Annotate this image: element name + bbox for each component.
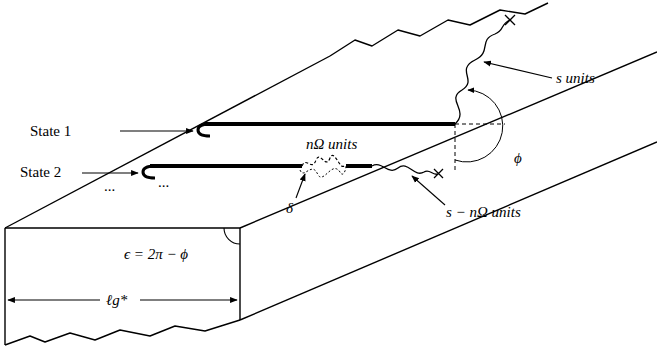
stem-chain	[205, 122, 455, 126]
jagged-break	[5, 320, 240, 345]
dimension-arrow	[8, 299, 100, 300]
pointer-arrow	[484, 62, 552, 78]
stem-chain	[346, 164, 372, 168]
crystal-front-edge	[5, 228, 240, 320]
unit-count-label: nΩ units	[306, 136, 357, 153]
angle-label: ϕ	[514, 150, 522, 167]
chain-end	[434, 169, 443, 178]
reference-line	[455, 124, 456, 170]
angle-arc	[455, 90, 503, 162]
unit-count-label: s units	[556, 70, 595, 87]
crystal-bottom-right-edge	[240, 142, 657, 320]
ellipsis: ...	[104, 178, 115, 195]
chain-end	[505, 15, 515, 25]
pointer-arrow	[82, 172, 138, 173]
state-label: State 1	[30, 123, 71, 140]
cilium-chain	[455, 20, 510, 124]
pointer-arrow	[296, 174, 305, 198]
gap-label: δ	[286, 200, 293, 217]
jagged-break	[330, 3, 548, 56]
crystal-left-edge	[4, 228, 5, 345]
cilium-chain	[372, 165, 438, 175]
pointer-arrow	[120, 130, 193, 131]
dimension-label: ℓg*	[106, 292, 127, 309]
state-label: State 2	[20, 164, 61, 181]
crystal-top-left-edge	[5, 56, 330, 228]
pointer-arrow	[412, 176, 445, 205]
angle-arc	[224, 228, 240, 244]
unit-count-label: s − nΩ units	[446, 204, 521, 221]
reference-line	[455, 124, 505, 125]
excess-loop	[300, 166, 346, 177]
ellipsis: ...	[158, 174, 169, 191]
dimension-arrow	[140, 299, 237, 300]
angle-label: ϵ = 2π − ϕ	[124, 246, 188, 263]
excess-loop	[302, 155, 344, 166]
stem-chain	[150, 164, 302, 168]
crystal-top-right-edge	[240, 52, 657, 228]
